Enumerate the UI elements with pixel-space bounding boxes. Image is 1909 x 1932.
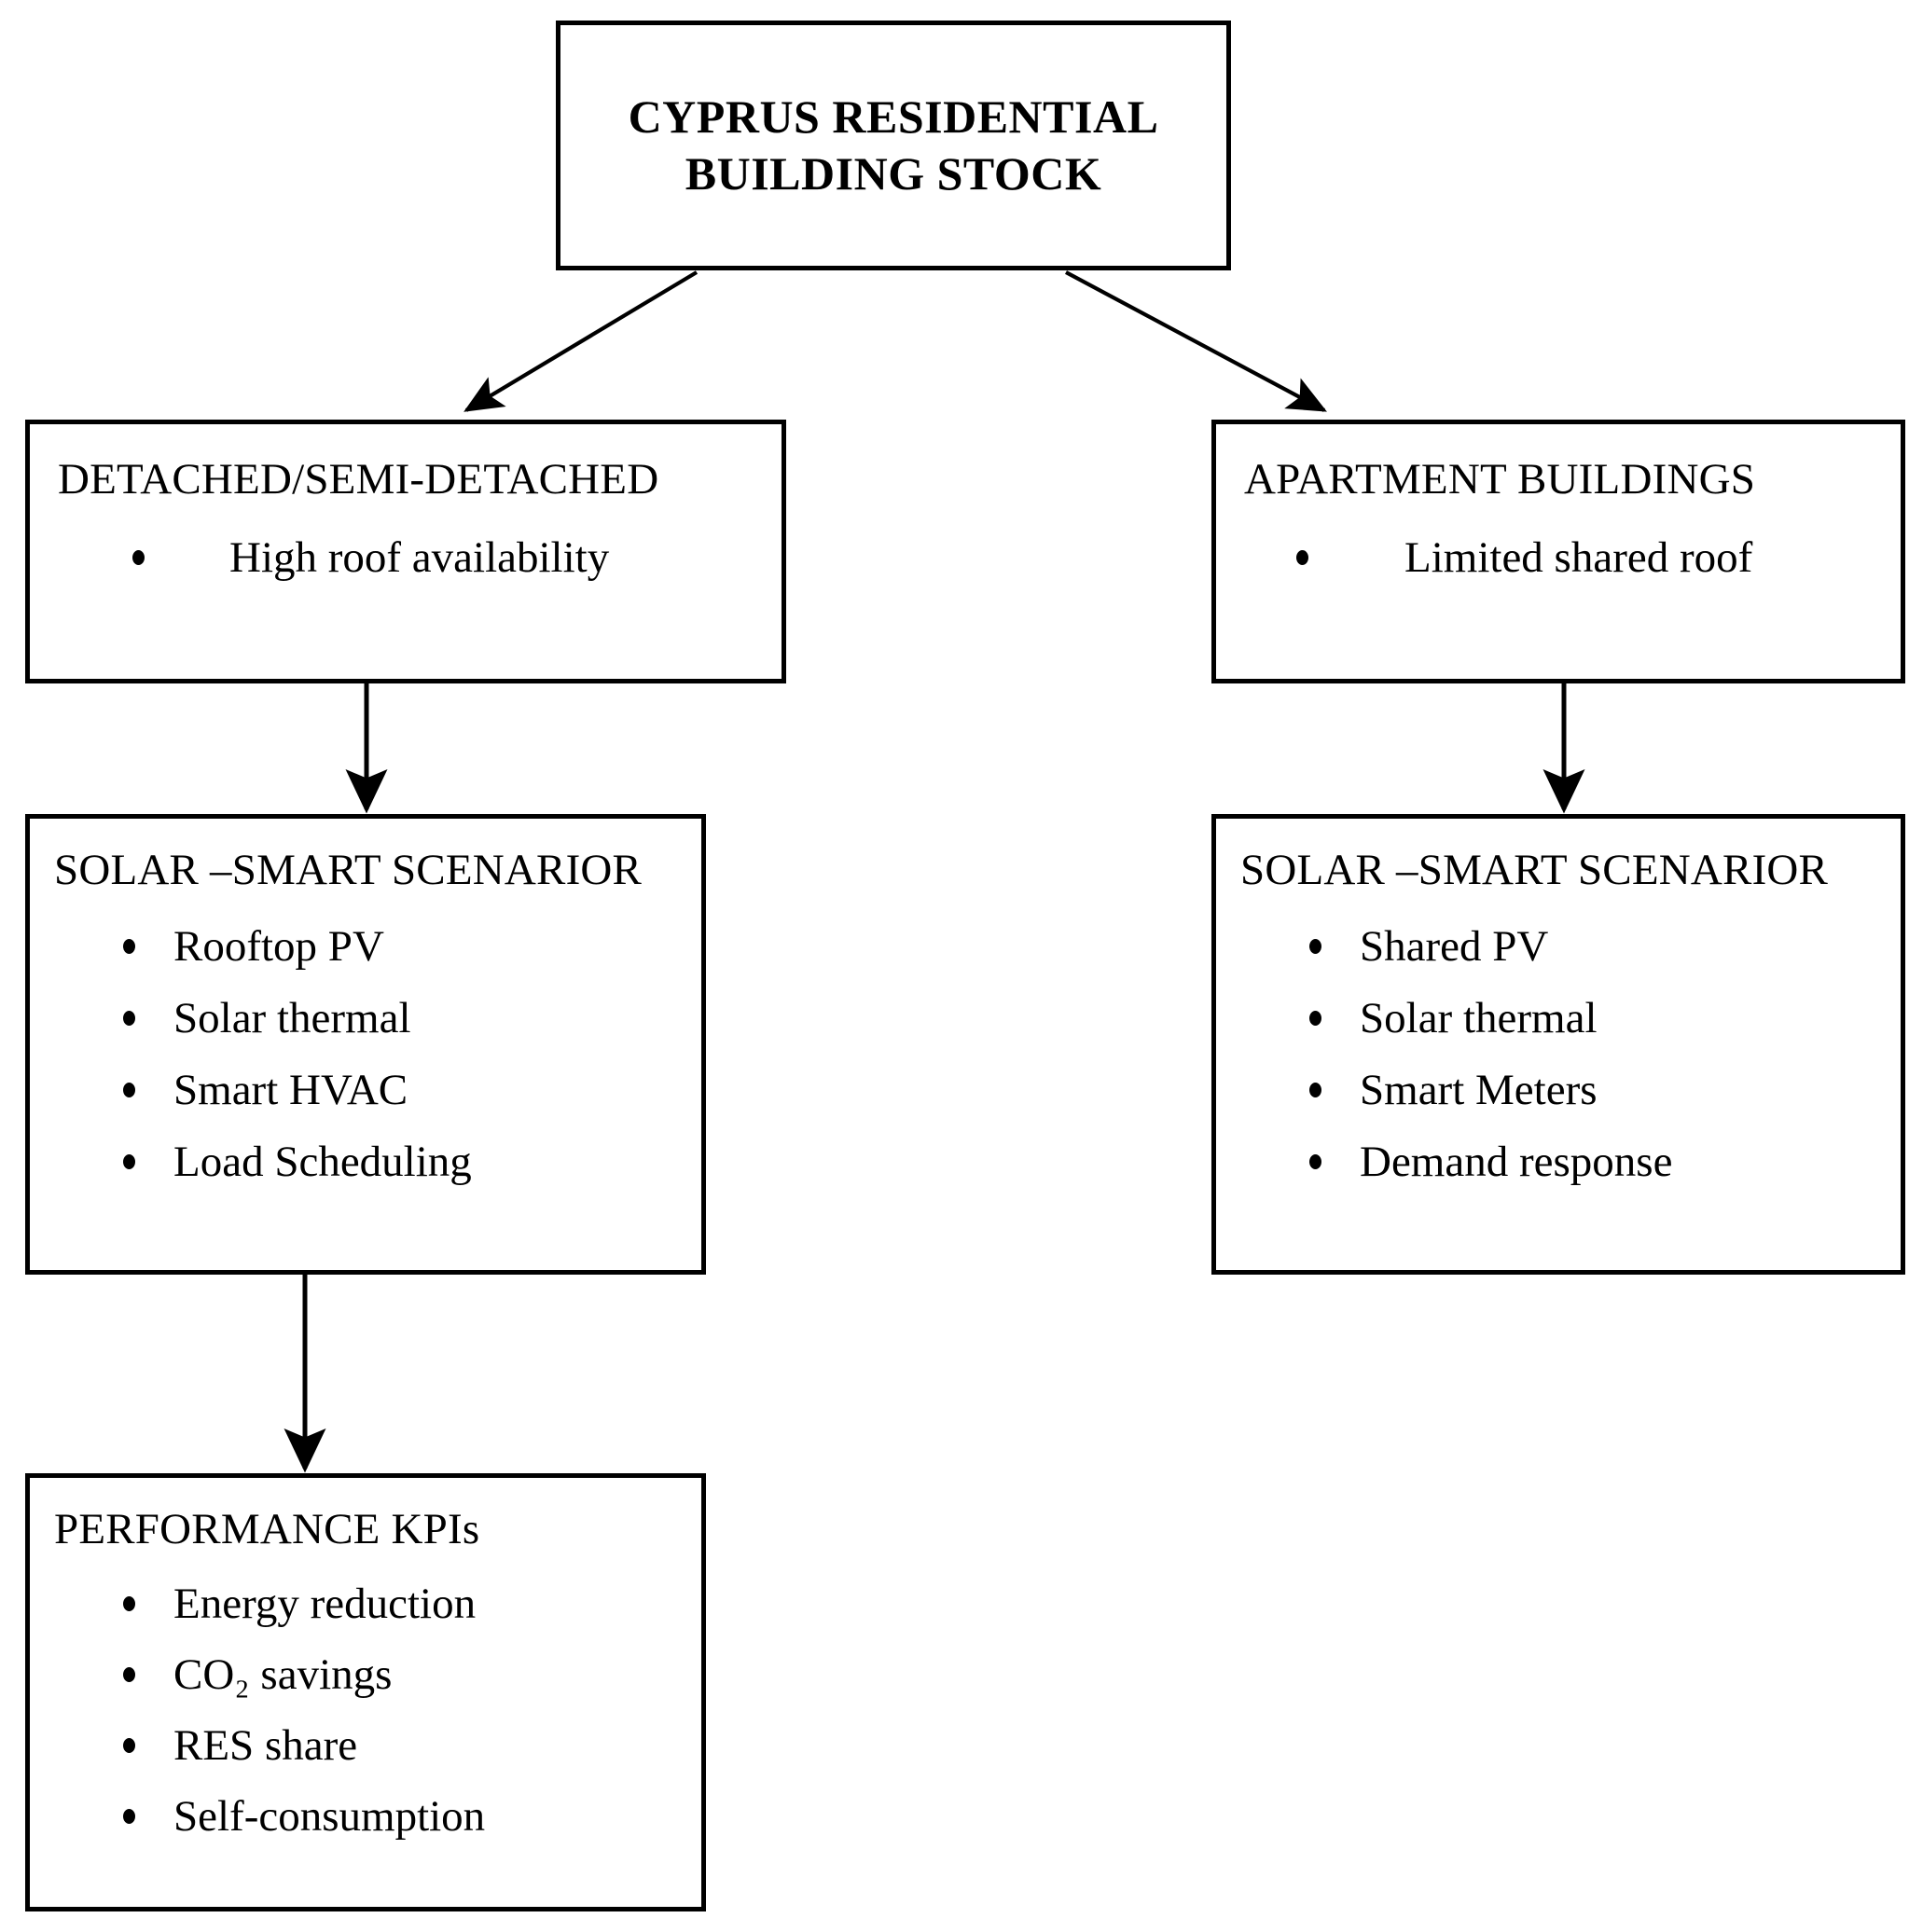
bullet-dot-icon: [123, 1667, 135, 1683]
bullet-label: Energy reduction: [173, 1580, 477, 1629]
bullet-label: High roof availability: [229, 533, 610, 583]
bullet-dot-icon: [123, 1596, 135, 1612]
list-item: Smart Meters: [1216, 1065, 1901, 1115]
edge-root-to-apartment: [1065, 270, 1327, 412]
node-title-scenario-left: SOLAR –SMART SCENARIOR: [54, 846, 643, 894]
list-item: Solar thermal: [30, 993, 701, 1043]
bullet-dot-icon: [123, 1011, 135, 1027]
list-item: Self-consumption: [30, 1791, 701, 1842]
bullet-dot-icon: [1309, 939, 1321, 955]
node-title-detached: DETACHED/SEMI-DETACHED: [58, 455, 659, 504]
bullet-list-scenario-left: Rooftop PV Solar thermal Smart HVAC Load…: [30, 921, 701, 1187]
bullet-label: Shared PV: [1360, 922, 1549, 972]
bullet-dot-icon: [1309, 1083, 1321, 1098]
list-item: Rooftop PV: [30, 921, 701, 972]
node-cyprus-residential-building-stock[interactable]: CYPRUS RESIDENTIAL BUILDING STOCK: [556, 21, 1231, 270]
bullet-dot-icon: [132, 550, 145, 566]
node-performance-kpis[interactable]: PERFORMANCE KPIs Energy reduction CO₂ sa…: [25, 1473, 706, 1911]
bullet-label: RES share: [173, 1721, 358, 1771]
bullet-dot-icon: [123, 1809, 135, 1825]
list-item: Limited shared roof: [1216, 532, 1901, 583]
bullet-label: Smart Meters: [1360, 1066, 1598, 1115]
list-item: CO₂ savings: [30, 1649, 701, 1700]
bullet-label: Limited shared roof: [1404, 533, 1753, 583]
bullet-dot-icon: [1309, 1154, 1321, 1170]
node-title-kpi: PERFORMANCE KPIs: [54, 1505, 480, 1553]
bullet-label: Solar thermal: [1360, 994, 1598, 1043]
node-detached-semi-detached[interactable]: DETACHED/SEMI-DETACHED High roof availab…: [25, 420, 786, 683]
bullet-label: Self-consumption: [173, 1792, 486, 1842]
bullet-dot-icon: [123, 939, 135, 955]
list-item: RES share: [30, 1720, 701, 1771]
bullet-label: Rooftop PV: [173, 922, 384, 972]
bullet-list-detached: High roof availability: [30, 532, 782, 583]
node-solar-smart-scenario-detached[interactable]: SOLAR –SMART SCENARIOR Rooftop PV Solar …: [25, 814, 706, 1275]
list-item: Demand response: [1216, 1137, 1901, 1187]
list-item: Smart HVAC: [30, 1065, 701, 1115]
bullet-list-kpi: Energy reduction CO₂ savings RES share S…: [30, 1579, 701, 1842]
node-solar-smart-scenario-apartment[interactable]: SOLAR –SMART SCENARIOR Shared PV Solar t…: [1211, 814, 1905, 1275]
bullet-dot-icon: [123, 1738, 135, 1754]
bullet-dot-icon: [123, 1154, 135, 1170]
list-item: Energy reduction: [30, 1579, 701, 1629]
list-item: Solar thermal: [1216, 993, 1901, 1043]
root-title-line-2: BUILDING STOCK: [685, 147, 1102, 200]
bullet-dot-icon: [1309, 1011, 1321, 1027]
bullet-dot-icon: [1296, 550, 1308, 566]
node-title-scenario-right: SOLAR –SMART SCENARIOR: [1240, 846, 1829, 894]
node-title-apartment: APARTMENT BUILDINGS: [1244, 455, 1756, 504]
list-item: High roof availability: [30, 532, 782, 583]
root-title-line-1: CYPRUS RESIDENTIAL: [628, 90, 1159, 143]
list-item: Shared PV: [1216, 921, 1901, 972]
bullet-dot-icon: [123, 1083, 135, 1098]
bullet-label: Demand response: [1360, 1138, 1673, 1187]
list-item: Load Scheduling: [30, 1137, 701, 1187]
bullet-label: Smart HVAC: [173, 1066, 408, 1115]
bullet-list-apartment: Limited shared roof: [1216, 532, 1901, 583]
bullet-label: Solar thermal: [173, 994, 411, 1043]
bullet-label: CO₂ savings: [173, 1650, 393, 1700]
bullet-label: Load Scheduling: [173, 1138, 472, 1187]
bullet-list-scenario-right: Shared PV Solar thermal Smart Meters Dem…: [1216, 921, 1901, 1187]
edge-root-to-detached: [463, 270, 699, 412]
node-apartment-buildings[interactable]: APARTMENT BUILDINGS Limited shared roof: [1211, 420, 1905, 683]
